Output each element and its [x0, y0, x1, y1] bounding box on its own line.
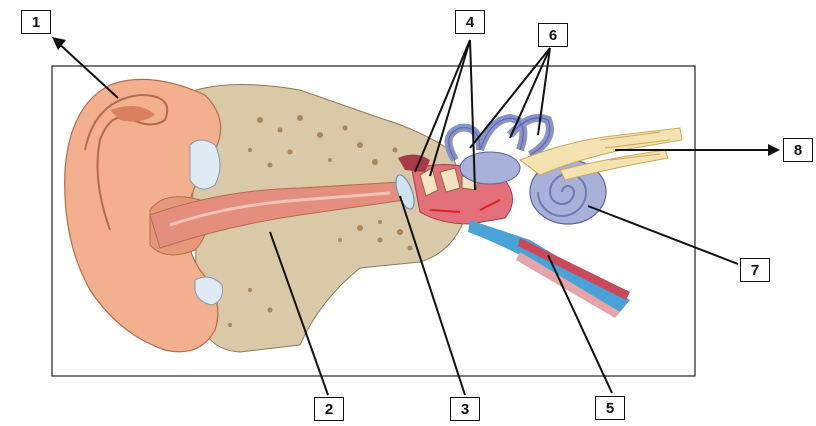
label-5: 5	[595, 396, 625, 420]
label-1: 1	[21, 10, 51, 34]
upper-cartilage	[190, 140, 220, 189]
label-8: 8	[783, 138, 813, 162]
label-4: 4	[455, 10, 485, 34]
label-6: 6	[538, 23, 568, 47]
label-7: 7	[740, 258, 770, 282]
label-2: 2	[314, 397, 344, 421]
vestibule	[460, 152, 520, 184]
label-3: 3	[450, 397, 480, 421]
